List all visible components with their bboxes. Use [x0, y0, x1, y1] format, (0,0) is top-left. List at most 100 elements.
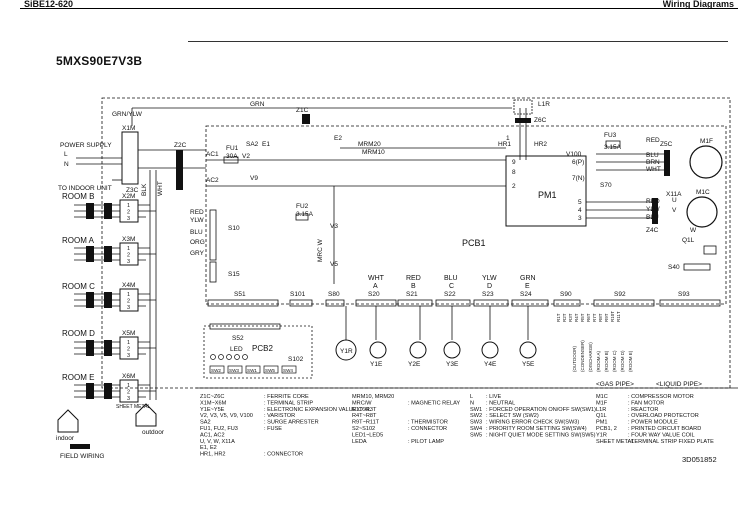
mrm20-label: MRM20 — [358, 141, 381, 148]
valve-leads — [345, 306, 529, 340]
thermistor-label: R9T — [604, 313, 609, 322]
pm1-pin-5: 5 — [578, 199, 582, 206]
legend-description: : WIRING ERROR CHECK SW(SW3) — [486, 420, 579, 426]
pin-1: 1 — [506, 135, 510, 142]
switch-label: SW1 — [247, 368, 257, 373]
x1m-terminal-strip — [121, 131, 139, 185]
terminal-number: 3 — [127, 396, 130, 402]
z2c-label: Z2C — [174, 142, 187, 149]
legend-description: : ELECTRONIC EXPANSION VALUE COIL — [264, 407, 371, 413]
connector-letter: B — [411, 283, 416, 290]
legend-symbol: M1C — [596, 394, 608, 400]
s80-label: S80 — [328, 291, 340, 298]
x4m-label: X4M — [122, 282, 135, 289]
s10-label: S10 — [228, 225, 240, 232]
hr2-label: HR2 — [534, 141, 547, 148]
ac1-label: AC1 — [206, 151, 219, 158]
legend-symbol: PM1 — [596, 420, 608, 426]
x3m-label: X3M — [122, 236, 135, 243]
connector-color: WHT — [368, 275, 385, 282]
l1r-reactor — [513, 99, 533, 115]
legend-symbol: Y1R — [596, 432, 607, 438]
field-wires-b — [74, 204, 120, 218]
header-rule — [20, 8, 738, 9]
switch-label: SW4 — [283, 368, 293, 373]
legend-symbol: SW3 — [470, 420, 482, 426]
y2e-coil — [409, 341, 427, 359]
v3-label: V3 — [330, 223, 338, 230]
grn-label: GRN — [250, 101, 265, 108]
x5m-label: X5M — [122, 330, 135, 337]
z6c-ferrite-core — [515, 118, 531, 123]
legend-description: : FORCED OPERATION ON/OFF SW(SW1) — [486, 407, 596, 413]
legend-symbol: U, V, W, X11A — [200, 439, 235, 445]
thermistor-label: R1T — [556, 313, 561, 322]
legend-symbol: N — [470, 400, 474, 406]
s80-strip — [325, 299, 345, 307]
terminal-number: 2 — [127, 210, 130, 216]
connector-color: BLU — [444, 275, 458, 282]
legend-symbol: V2, V3, V5, V9, V100 — [200, 413, 253, 419]
section-title: Wiring Diagrams — [662, 0, 734, 8]
pm1-label: PM1 — [538, 190, 557, 200]
legend-symbol: SA2 — [200, 420, 211, 426]
connector-color: GRN — [520, 275, 536, 282]
thermistor-label: R6T — [586, 313, 591, 322]
s102-label: S102 — [288, 356, 304, 363]
legend-symbol: R1T~R3T — [352, 407, 377, 413]
y1r-label: Y1R — [340, 348, 353, 355]
fu3-rating-label: 3.15A — [604, 144, 622, 151]
fu1-fuse — [223, 156, 239, 164]
legend-symbol: L — [470, 394, 473, 400]
s92-strip — [593, 299, 655, 307]
fu1-label: FU1 — [226, 145, 239, 152]
legend-symbol: SW2 — [470, 413, 482, 419]
sheet-metal-label: SHEET METAL — [116, 404, 150, 410]
terminal-number: 1 — [127, 292, 130, 298]
u-label: U — [672, 197, 677, 204]
legend-description: : TERMINAL STRIP FIXED PLATE — [628, 439, 714, 445]
connector-letter: C — [449, 283, 454, 290]
thermistor-description: (ROOM A) — [596, 350, 601, 372]
valve-connector-labels: WHTAS20Y1EREDBS21Y2EBLUCS22Y3EYLWDS23Y4E… — [368, 275, 536, 368]
terminal-number: 1 — [127, 340, 130, 346]
legend-description: : OVERLOAD PROTECTOR — [628, 413, 699, 419]
terminal-number: 2 — [127, 347, 130, 353]
grn-ylw-label: GRN/YLW — [112, 111, 143, 118]
m1f-label: M1F — [700, 138, 713, 145]
fu2-fuse — [295, 213, 309, 221]
v-label: V — [672, 207, 677, 214]
z5c-label: Z5C — [660, 141, 673, 148]
terminal-number: 1 — [127, 203, 130, 209]
connector-ref: S21 — [406, 291, 418, 298]
mrc-w-label: MRC W — [317, 238, 324, 262]
room-a-label: ROOM A — [62, 236, 95, 245]
x5m-terminal-strip — [119, 336, 139, 360]
pm1-pin-4: 4 — [578, 207, 582, 214]
m1c-compressor-motor — [686, 196, 718, 228]
switch-label: SW3 — [229, 368, 239, 373]
legend-description: : VARISTOR — [264, 413, 295, 419]
thermistor-label: R11T — [616, 311, 621, 322]
v5-label: V5 — [330, 261, 338, 268]
legend-description: : REACTOR — [628, 407, 658, 413]
wires — [74, 97, 738, 400]
legend-description: : TERMINAL STRIP — [264, 400, 313, 406]
legend-symbol: R9T~R11T — [352, 420, 380, 426]
terminal-number: 2 — [127, 390, 130, 396]
l-label: L — [64, 151, 68, 158]
pm1-pin-2: 2 — [512, 183, 516, 190]
terminal-number: 3 — [127, 353, 130, 359]
outdoor-house-icon — [135, 403, 157, 427]
legend-symbol: R4T~R8T — [352, 413, 377, 419]
legend-symbol: M1F — [596, 400, 608, 406]
y1e-coil — [369, 341, 387, 359]
legend-description: : FERRITE CORE — [264, 394, 309, 400]
outdoor-label: outdoor — [142, 429, 165, 436]
fu2-label: FU2 — [296, 203, 309, 210]
y3e-coil — [443, 341, 461, 359]
s24-strip — [511, 299, 549, 307]
